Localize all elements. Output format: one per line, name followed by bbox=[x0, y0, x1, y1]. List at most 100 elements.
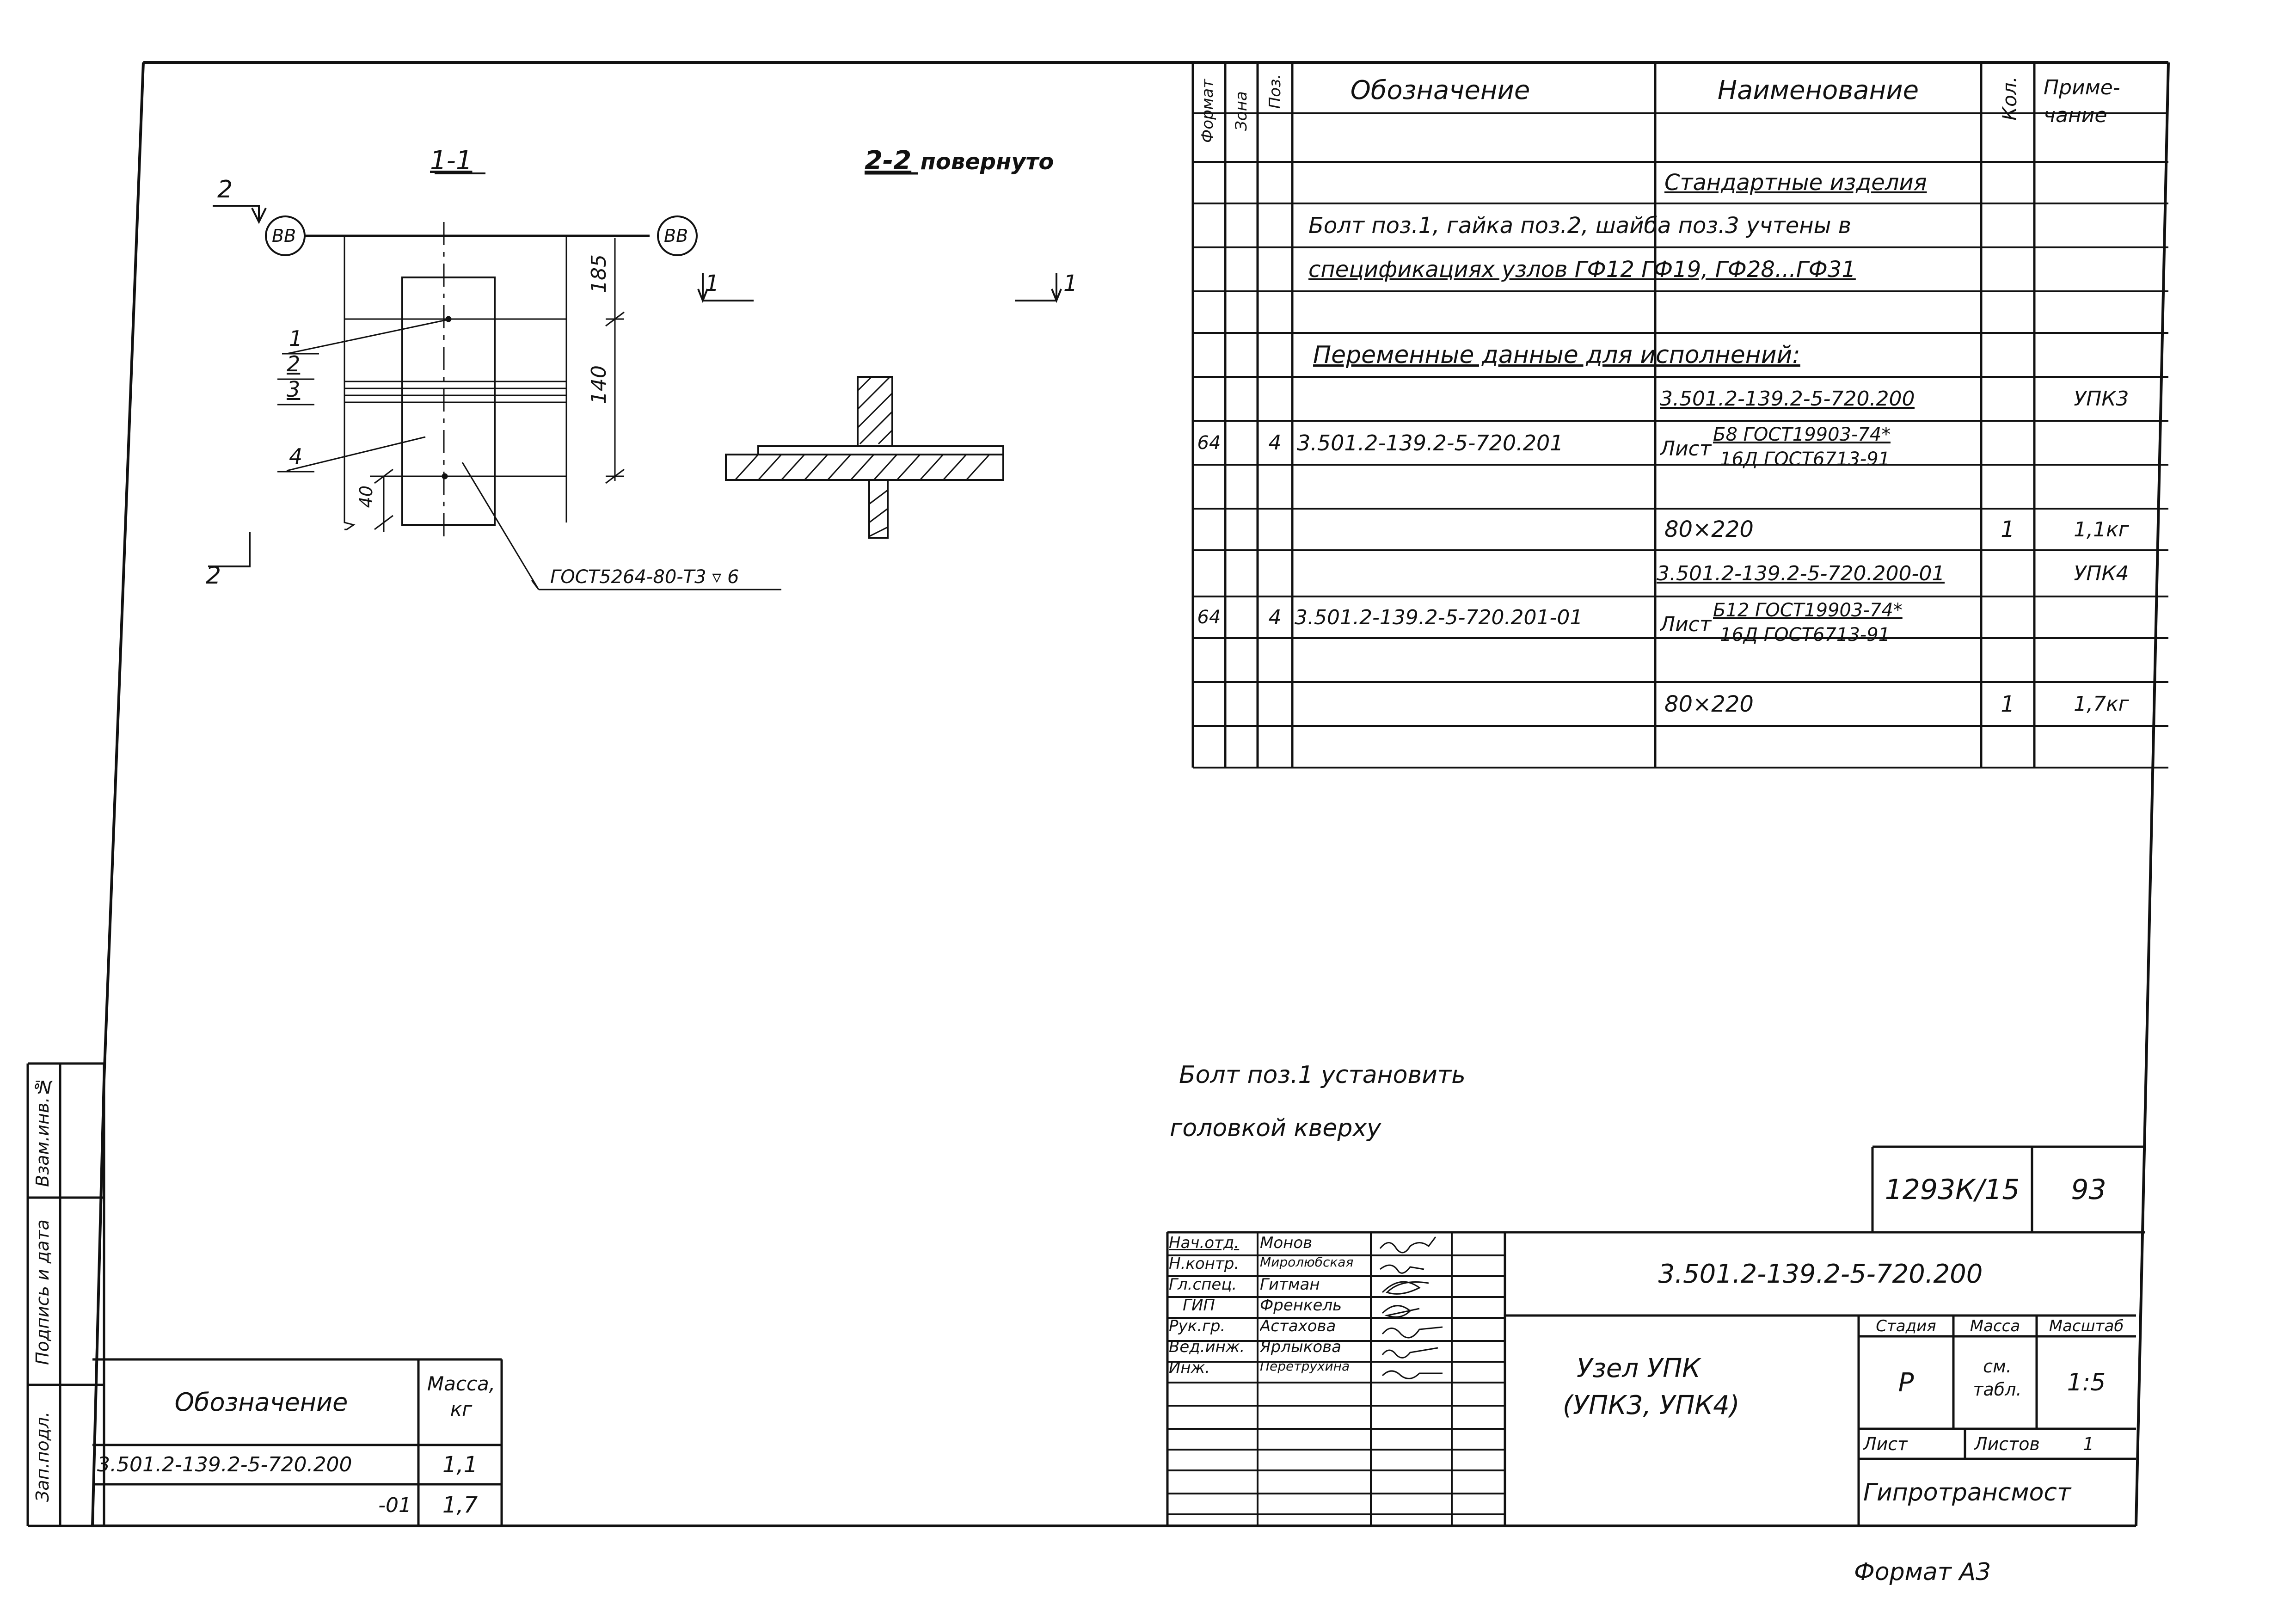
section-2-2-suffix: повернуто bbox=[920, 149, 1054, 175]
spec-row-4-format: 64 bbox=[1197, 607, 1221, 628]
position-1: 1 bbox=[289, 326, 303, 351]
stage-label: Стадия bbox=[1876, 1316, 1936, 1335]
mass-row-1-designation: -01 bbox=[378, 1493, 411, 1517]
spec-row-1-pos: 4 bbox=[1268, 431, 1282, 455]
spec-row-4-name-top: Б12 ГОСТ19903-74* bbox=[1713, 600, 1903, 621]
axis-bubble-right: ВВ bbox=[664, 226, 688, 246]
mass-row-0-mass: 1,1 bbox=[442, 1451, 478, 1478]
document-title: Узел УПК (УПК3, УПК4) bbox=[1563, 1350, 1740, 1424]
sheets-value: 1 bbox=[2083, 1433, 2094, 1454]
spec-row-4-prefix: Лист bbox=[1660, 612, 1712, 636]
role-5: Вед.инж. bbox=[1169, 1338, 1245, 1356]
spec-row-1-name-top: Б8 ГОСТ19903-74* bbox=[1713, 424, 1891, 445]
name-1: Миролюбская bbox=[1260, 1254, 1354, 1270]
spec-row-5-name: 80×220 bbox=[1664, 691, 1754, 717]
spec-variable-data: Переменные данные для исполнений: bbox=[1313, 341, 1800, 369]
cut-arrow-label-bottom: 2 bbox=[206, 562, 221, 590]
sheets-label: Листов bbox=[1974, 1433, 2040, 1454]
cut-arrow-label-top: 2 bbox=[217, 176, 233, 203]
signature-5 bbox=[1381, 1347, 1438, 1359]
cut-1-right-label: 1 bbox=[1063, 270, 1078, 296]
mass-value: см. табл. bbox=[1960, 1355, 2034, 1401]
scale-label: Масштаб bbox=[2049, 1316, 2124, 1335]
side-stamp-signature-date: Подпись и дата bbox=[32, 1219, 53, 1365]
format-label: Формат А3 bbox=[1854, 1558, 1991, 1586]
role-0: Нач.отд. bbox=[1169, 1234, 1240, 1252]
signature-3 bbox=[1381, 1305, 1420, 1318]
signature-2 bbox=[1381, 1281, 1429, 1295]
name-5: Ярлыкова bbox=[1260, 1338, 1341, 1356]
spec-row-1-designation: 3.501.2-139.2-5-720.201 bbox=[1297, 430, 1564, 455]
mass-row-0-designation: 3.501.2-139.2-5-720.200 bbox=[97, 1453, 352, 1476]
position-2: 2 bbox=[287, 351, 301, 376]
mass-table-header-mass: Масса, кг bbox=[421, 1371, 502, 1422]
title-block-roles: Нач.отд. Н.контр. Гл.спец. ГИП Рук.гр. В… bbox=[1169, 1234, 1257, 1379]
spec-row-4-pos: 4 bbox=[1268, 605, 1282, 629]
role-6: Инж. bbox=[1169, 1359, 1210, 1377]
mass-value-line-1: см. bbox=[1983, 1356, 2012, 1377]
spec-row-2-note: 1,1кг bbox=[2074, 517, 2129, 541]
spec-row-0-name: 3.501.2-139.2-5-720.200 bbox=[1660, 387, 1915, 411]
spec-note-line-1: Болт поз.1, гайка поз.2, шайба поз.3 учт… bbox=[1308, 212, 1852, 239]
spec-row-0-note: УПК3 bbox=[2074, 387, 2129, 411]
stamp-sheet-number: 93 bbox=[2071, 1173, 2106, 1206]
mass-row-1-mass: 1,7 bbox=[442, 1492, 478, 1518]
role-4: Рук.гр. bbox=[1169, 1317, 1226, 1335]
axis-bubble-left: ВВ bbox=[272, 226, 296, 246]
weld-note: ГОСТ5264-80-Т3 ▿ 6 bbox=[550, 566, 739, 588]
section-2-2-title: 2-2 повернуто bbox=[865, 146, 1054, 176]
spec-row-3-name: 3.501.2-139.2-5-720.200-01 bbox=[1657, 561, 1945, 585]
document-code: 3.501.2-139.2-5-720.200 bbox=[1658, 1259, 1983, 1289]
weld-standard: ГОСТ5264-80-Т3 bbox=[550, 566, 706, 588]
name-2: Гитман bbox=[1260, 1275, 1320, 1294]
spec-row-1-name-bottom: 16Д ГОСТ6713-91 bbox=[1720, 449, 1891, 470]
stamp-album-number: 1293К/15 bbox=[1885, 1173, 2020, 1206]
mass-label: Масса bbox=[1970, 1316, 2020, 1335]
title-line-2: (УПК3, УПК4) bbox=[1563, 1390, 1740, 1420]
side-stamp-original-inv: Зап.подл. bbox=[32, 1411, 53, 1502]
spec-header-note: Приме- чание bbox=[2044, 74, 2120, 129]
role-3: ГИП bbox=[1183, 1296, 1215, 1315]
spec-row-3-note: УПК4 bbox=[2074, 561, 2129, 585]
mass-header-line-2: кг bbox=[450, 1398, 473, 1420]
role-2: Гл.спец. bbox=[1169, 1275, 1237, 1294]
stage-value: Р bbox=[1898, 1367, 1914, 1398]
name-0: Монов bbox=[1260, 1234, 1313, 1252]
name-6: Перетрухина bbox=[1260, 1359, 1350, 1374]
mass-value-line-2: табл. bbox=[1973, 1379, 2022, 1400]
spec-row-2-qty: 1 bbox=[2001, 516, 2015, 542]
mass-table-header-designation: Обозначение bbox=[174, 1388, 348, 1417]
spec-row-4-name-bottom: 16Д ГОСТ6713-91 bbox=[1720, 624, 1891, 646]
weld-size: 6 bbox=[727, 566, 739, 588]
scale-value: 1:5 bbox=[2067, 1369, 2106, 1396]
signature-4 bbox=[1381, 1326, 1443, 1339]
mass-header-line-1: Масса, bbox=[427, 1372, 496, 1395]
spec-row-5-note: 1,7кг bbox=[2074, 692, 2129, 716]
install-note-line-1: Болт поз.1 установить bbox=[1179, 1061, 1466, 1089]
sheet-label: Лист bbox=[1863, 1433, 1908, 1454]
spec-header-note-line-2: чание bbox=[2044, 104, 2107, 127]
weld-triangle-icon: ▿ bbox=[712, 566, 722, 588]
name-4: Астахова bbox=[1260, 1317, 1336, 1335]
signature-1 bbox=[1380, 1264, 1424, 1274]
spec-row-5-qty: 1 bbox=[2001, 691, 2015, 717]
cut-1-left-label: 1 bbox=[705, 270, 719, 296]
install-note-line-2: головкой кверху bbox=[1170, 1114, 1381, 1142]
organization-name: Гипротрансмост bbox=[1863, 1478, 2071, 1506]
name-3: Френкель bbox=[1260, 1296, 1342, 1315]
spec-row-4-designation: 3.501.2-139.2-5-720.201-01 bbox=[1295, 605, 1583, 629]
spec-row-2-name: 80×220 bbox=[1664, 516, 1754, 542]
spec-section-standard: Стандартные изделия bbox=[1664, 170, 1927, 196]
spec-header-note-line-1: Приме- bbox=[2044, 76, 2120, 99]
section-2-2-label: 2-2 bbox=[865, 146, 912, 176]
spec-row-1-format: 64 bbox=[1197, 432, 1221, 454]
position-4: 4 bbox=[289, 444, 303, 469]
section-1-1-label: 1-1 bbox=[430, 146, 473, 176]
title-block-names: Монов Миролюбская Гитман Френкель Астахо… bbox=[1260, 1234, 1370, 1379]
signature-0 bbox=[1379, 1236, 1437, 1254]
spec-header-name: Наименование bbox=[1717, 75, 1919, 105]
position-3: 3 bbox=[287, 377, 301, 402]
spec-header-designation: Обозначение bbox=[1350, 75, 1530, 105]
